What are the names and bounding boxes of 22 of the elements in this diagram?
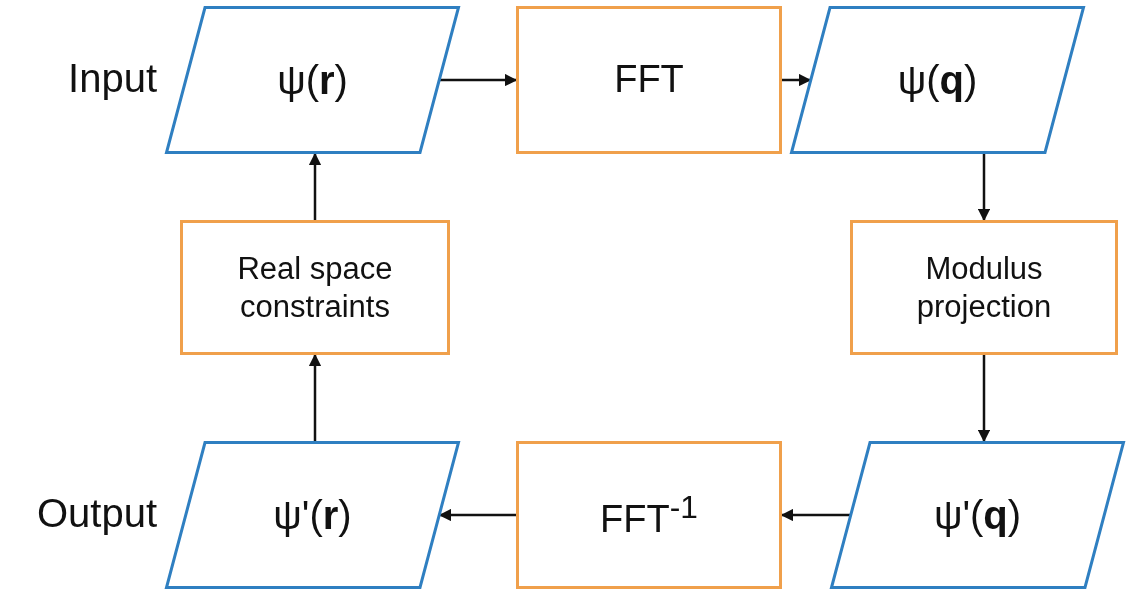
process-label: Real space constraints <box>236 250 394 325</box>
wavefunction-label: ψ(q) <box>897 57 978 104</box>
wavefunction-label: ψ(r) <box>277 57 348 104</box>
process-box <box>850 220 1118 355</box>
process-label: Modulus projection <box>915 250 1053 325</box>
arrow <box>780 508 850 522</box>
arrow <box>440 73 518 87</box>
process-box <box>516 441 782 589</box>
process-label: FFT$^{-1}$ <box>600 487 698 542</box>
wavefunction-label: ψ'(q) <box>933 492 1022 539</box>
side-label: Output <box>36 491 157 536</box>
wavefunction-label: ψ'(r) <box>273 492 352 539</box>
arrow <box>977 154 991 222</box>
process-box <box>180 220 450 355</box>
arrow <box>438 508 516 522</box>
side-label: Input <box>68 56 157 101</box>
arrow <box>308 152 322 220</box>
process-label: FFT <box>614 57 684 103</box>
arrow <box>782 73 812 87</box>
arrow <box>977 355 991 443</box>
process-box <box>516 6 782 154</box>
arrow <box>308 353 322 441</box>
